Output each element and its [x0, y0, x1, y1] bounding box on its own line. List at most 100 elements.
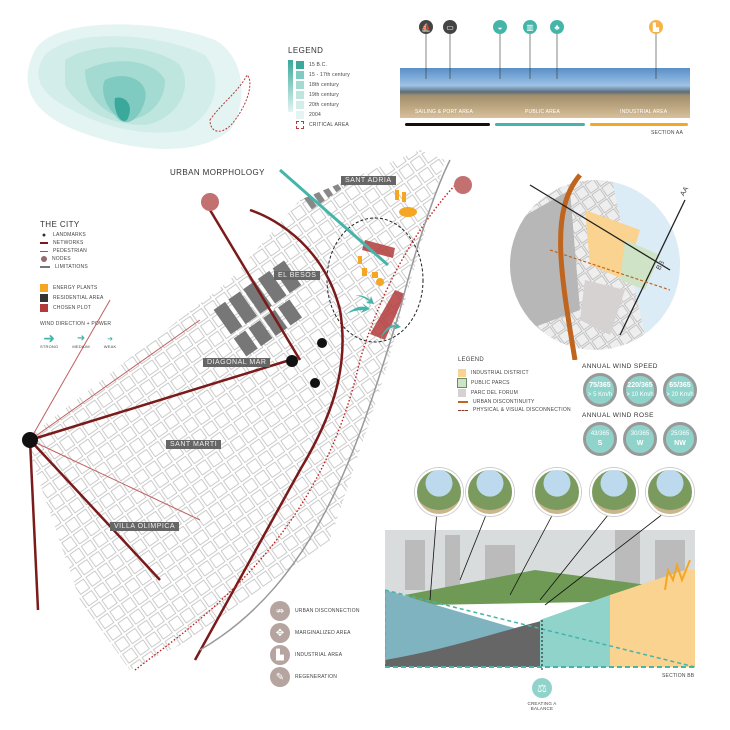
marginalized-area-icon: ✥: [270, 623, 290, 643]
legend-item: ENERGY PLANTS: [53, 285, 98, 291]
wind-legend-title: WIND DIRECTION + POWER: [40, 321, 112, 327]
node-icon: [41, 256, 47, 262]
limitation-icon: [40, 266, 50, 268]
legend-item: STRONG: [40, 344, 59, 349]
section-bb-title: SECTION BB: [662, 673, 695, 679]
legend-item: 20th century: [309, 102, 339, 108]
district-label: EL BESOS: [274, 271, 321, 280]
zone-bar-public: [495, 123, 585, 126]
legend-item: INDUSTRIAL DISTRICT: [471, 370, 529, 376]
site-photo: [646, 468, 694, 516]
nodes: [22, 338, 327, 448]
photo-leader-lines: [429, 509, 669, 606]
history-legend-title: LEGEND: [288, 46, 324, 55]
section-bb-line: [619, 199, 686, 336]
zone-bar-sailing: [405, 123, 490, 126]
legend-item: URBAN DISCONTINUITY: [473, 399, 535, 405]
legend-item: MARGINALIZED AREA: [295, 630, 351, 636]
wind-speed-circles: 75/365> 5 Km/h 220/365> 10 Km/h 65/365> …: [583, 373, 697, 407]
wind-flow: [279, 168, 389, 267]
car-node-icon: [201, 193, 219, 211]
wind-strong-icon: ➜: [43, 330, 56, 346]
district-label: SANT MARTI: [166, 440, 222, 449]
gradient-bar: [288, 60, 293, 112]
legend-item: NETWORKS: [53, 240, 84, 246]
plot-circle-map: [510, 173, 686, 360]
legend-item: CHOSEN PLOT: [53, 305, 92, 311]
legend-item: PUBLIC PARCS: [471, 380, 510, 386]
site-photo: [590, 468, 638, 516]
history-legend: LEGEND 15 B.C. 15 - 17th century 18th ce…: [288, 46, 350, 130]
zone-bar-industrial: [590, 123, 688, 126]
regeneration-icon: ✎: [270, 667, 290, 687]
section-aa-panorama: SAILING & PORT AREA PUBLIC AREA INDUSTRI…: [400, 68, 690, 118]
legend-item: CRITICAL AREA: [309, 122, 349, 128]
wind-weak-icon: ➜: [107, 336, 113, 343]
car-icon: ▭: [443, 20, 457, 34]
section-aa-line: [529, 184, 671, 271]
tree-icon: ♣: [550, 20, 564, 34]
legend-item: MEDIUM: [72, 344, 90, 349]
networks: [28, 208, 344, 661]
legend-item: PARC DEL FORUM: [471, 390, 518, 396]
legend-item: 18th century: [309, 82, 339, 88]
district-label: SANT ADRIA: [341, 176, 396, 185]
legend-item: WEAK: [103, 344, 117, 349]
wind-rose-title: ANNUAL WIND ROSE: [582, 412, 654, 419]
legend-item: PHYSICAL & VISUAL DISCONNECTION: [473, 407, 571, 413]
wind-speed-item: 220/365> 10 Km/h: [623, 373, 657, 407]
factory-icon: ▙: [649, 20, 663, 34]
balance-scale-icon: ⚖: [532, 678, 552, 698]
legend-item: LIMITATIONS: [55, 264, 88, 270]
pedestrian-node-icon: [454, 176, 472, 194]
pedestrian-paths: [29, 299, 201, 521]
section-aa-title: SECTION AA: [651, 130, 684, 136]
pedestrian-icon: [40, 250, 48, 252]
plot-legend-title: LEGEND: [458, 357, 484, 363]
city-legend-title: THE CITY: [40, 220, 80, 229]
urban-morphology-map: [22, 150, 472, 671]
zone-label: INDUSTRIAL AREA: [620, 109, 668, 115]
site-photo: [466, 468, 514, 516]
legend-item: 15 - 17th century: [309, 72, 350, 78]
wind-speed-item: 75/365> 5 Km/h: [583, 373, 617, 407]
park-icon: ◒: [493, 20, 507, 34]
zone-label: SAILING & PORT AREA: [415, 109, 474, 115]
energy-plants: [358, 190, 417, 286]
legend-item: LANDMARKS: [53, 232, 86, 238]
historical-growth-map: [27, 24, 251, 149]
wind-speed-title: ANNUAL WIND SPEED: [582, 363, 658, 370]
industrial-area-icon: ▙: [270, 645, 290, 665]
site-photo: [533, 468, 581, 516]
legend-item: 15 B.C.: [309, 62, 328, 68]
map-title: URBAN MORPHOLOGY: [170, 168, 265, 177]
legend-item: PEDESTRIAN: [53, 248, 87, 254]
legend-item: 19th century: [309, 92, 339, 98]
building-icon: ▥: [523, 20, 537, 34]
legend-item: NODES: [52, 256, 71, 262]
legend-item: URBAN DISCONNECTION: [295, 608, 360, 614]
boat-icon: ⛵: [419, 20, 433, 34]
site-photo: [415, 468, 463, 516]
discontinuity-icon: [458, 401, 468, 403]
network-icon: [40, 242, 48, 244]
landmark-icon: ●: [41, 231, 47, 239]
chosen-plot: [362, 240, 405, 340]
limitation-line: [199, 159, 451, 651]
legend-item: 2004: [309, 112, 321, 118]
legend-item: RESIDENTIAL AREA: [53, 295, 104, 301]
disconnection-icon: [458, 409, 468, 411]
residential-blocks: [213, 162, 358, 357]
urban-discontinuity-line: [558, 173, 582, 360]
urban-disconnection-icon: ⇏: [270, 601, 290, 621]
legend-item: INDUSTRIAL AREA: [295, 652, 343, 658]
issues-legend: ⇏URBAN DISCONNECTION ✥MARGINALIZED AREA …: [270, 600, 360, 688]
district-label: VILLA OLIMPICA: [110, 522, 180, 531]
zone-label: PUBLIC AREA: [525, 109, 560, 115]
study-area-circle: [326, 217, 424, 343]
plot-legend: LEGEND INDUSTRIAL DISTRICT PUBLIC PARCS …: [457, 357, 571, 414]
